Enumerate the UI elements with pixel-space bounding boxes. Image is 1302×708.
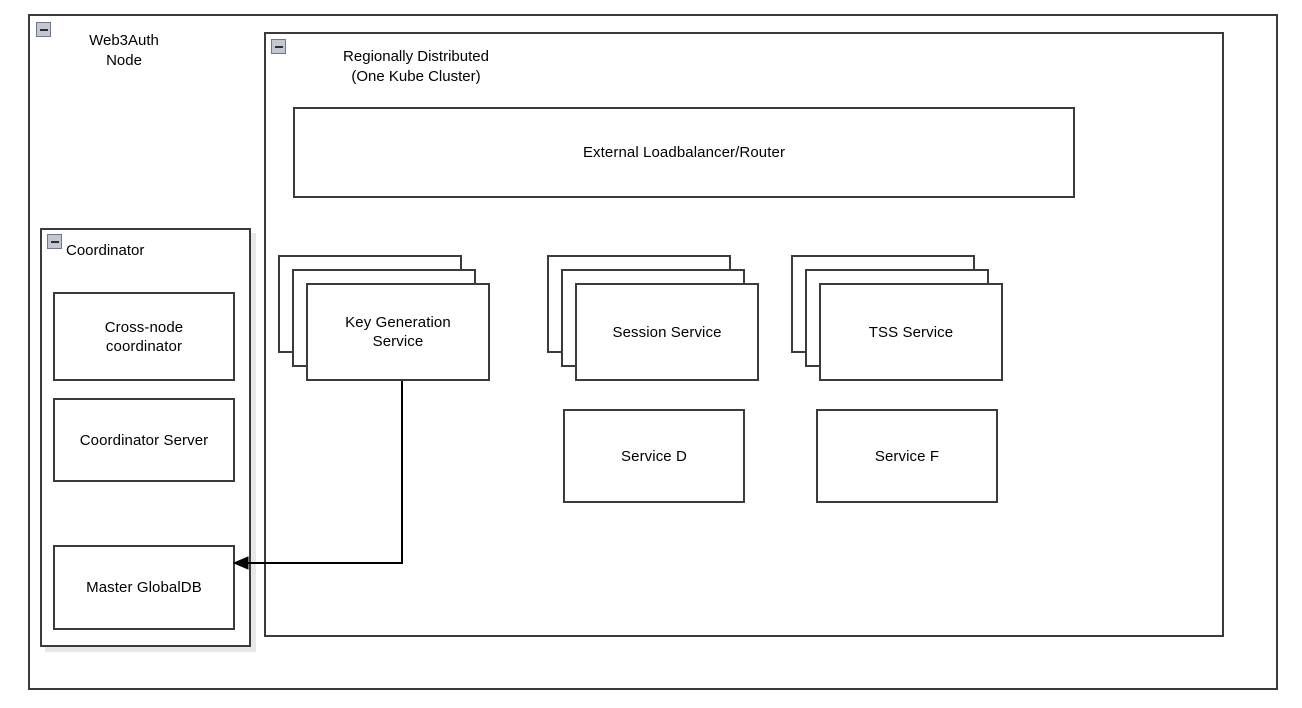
node-session-service[interactable]: Session Service	[575, 283, 759, 381]
node-tss-service[interactable]: TSS Service	[819, 283, 1003, 381]
node-label-key-generation-service: Key Generation Service	[345, 314, 451, 350]
container-title-coordinator: Coordinator	[66, 242, 145, 259]
node-master-globaldb[interactable]: Master GlobalDB	[53, 545, 235, 630]
stack-group-session-service[interactable]: Session Service	[547, 255, 759, 381]
stack-group-key-generation-service[interactable]: Key Generation Service	[278, 255, 490, 381]
node-label-master-globaldb: Master GlobalDB	[86, 579, 202, 596]
node-label-session-service: Session Service	[612, 323, 722, 341]
node-service-f[interactable]: Service F	[816, 409, 998, 503]
collapse-toggle-coordinator[interactable]	[47, 234, 62, 249]
node-cross-node-coordinator[interactable]: Cross-node coordinator	[53, 292, 235, 381]
node-label-cross-node-coordinator: Cross-node coordinator	[104, 318, 184, 355]
node-label-coordinator-server: Coordinator Server	[79, 431, 209, 449]
container-title-kube-cluster: Regionally Distributed (One Kube Cluster…	[343, 48, 489, 85]
node-coordinator-server[interactable]: Coordinator Server	[53, 398, 235, 482]
stack-group-tss-service[interactable]: TSS Service	[791, 255, 1003, 381]
node-label-tss-service: TSS Service	[868, 323, 954, 341]
container-title-web3auth-node: Web3Auth Node	[89, 32, 159, 69]
node-service-d[interactable]: Service D	[563, 409, 745, 503]
node-label-service-d: Service D	[621, 447, 687, 465]
collapse-toggle-web3auth-node[interactable]	[36, 22, 51, 37]
node-external-loadbalancer-router[interactable]: External Loadbalancer/Router	[293, 107, 1075, 198]
collapse-toggle-kube-cluster[interactable]	[271, 39, 286, 54]
node-label-external-loadbalancer-router: External Loadbalancer/Router	[582, 144, 786, 161]
node-label-service-f: Service F	[874, 447, 940, 465]
node-key-generation-service[interactable]: Key Generation Service	[306, 283, 490, 381]
